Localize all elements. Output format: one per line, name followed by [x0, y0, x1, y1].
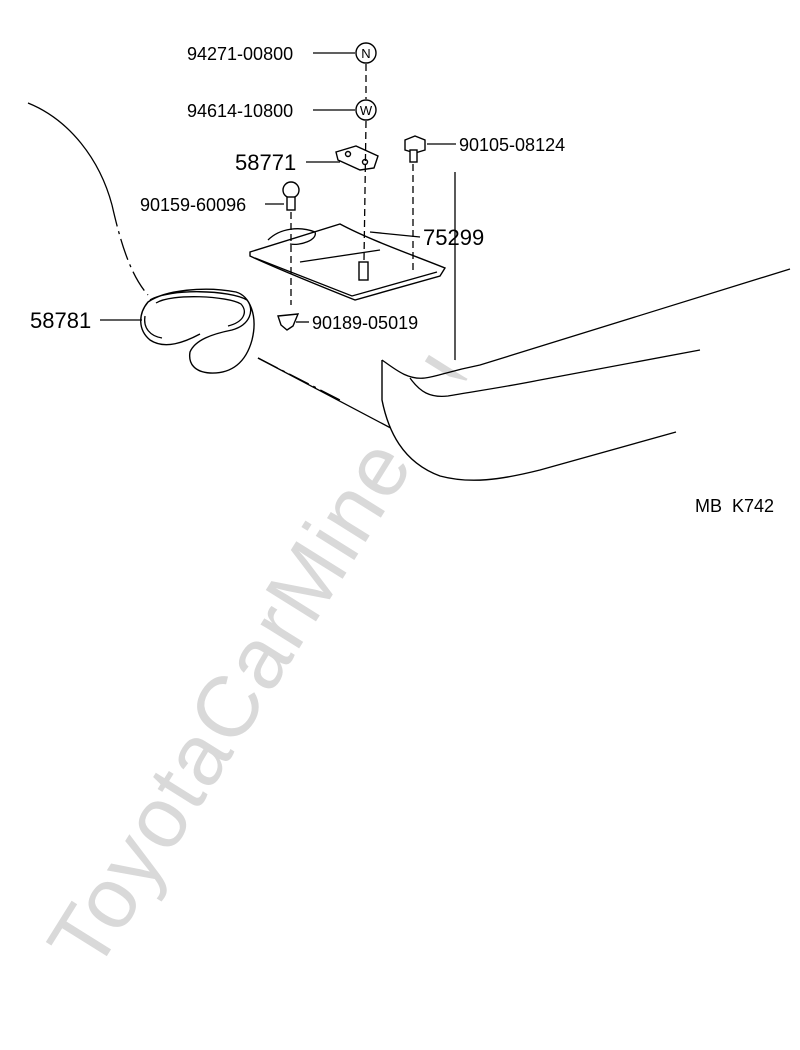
screw-90159-60096 — [282, 181, 300, 305]
weatherstrip-58781 — [140, 288, 255, 374]
cover-plate-75299 — [249, 223, 447, 301]
label-cover-plate: 75299 — [423, 225, 484, 250]
label-screw-left: 90159-60096 — [140, 195, 246, 215]
bolt-90105-08124 — [404, 135, 426, 270]
clip-90189-05019 — [277, 313, 300, 331]
label-bracket: 58771 — [235, 150, 296, 175]
label-washer: 94614-10800 — [187, 101, 293, 121]
label-bolt-right: 90105-08124 — [459, 135, 565, 155]
nut-symbol: N — [355, 42, 377, 64]
leader-lines — [100, 52, 456, 323]
label-weatherstrip: 58781 — [30, 308, 91, 333]
washer-symbol: W — [355, 99, 377, 121]
bracket-58771 — [335, 145, 379, 171]
nut-symbol-letter: N — [361, 46, 370, 61]
diagram-code: MB K742 — [695, 496, 774, 516]
stud — [358, 261, 369, 281]
label-nut: 94271-00800 — [187, 44, 293, 64]
label-clip: 90189-05019 — [312, 313, 418, 333]
washer-symbol-letter: W — [360, 103, 373, 118]
vehicle-body-outline — [27, 102, 791, 481]
